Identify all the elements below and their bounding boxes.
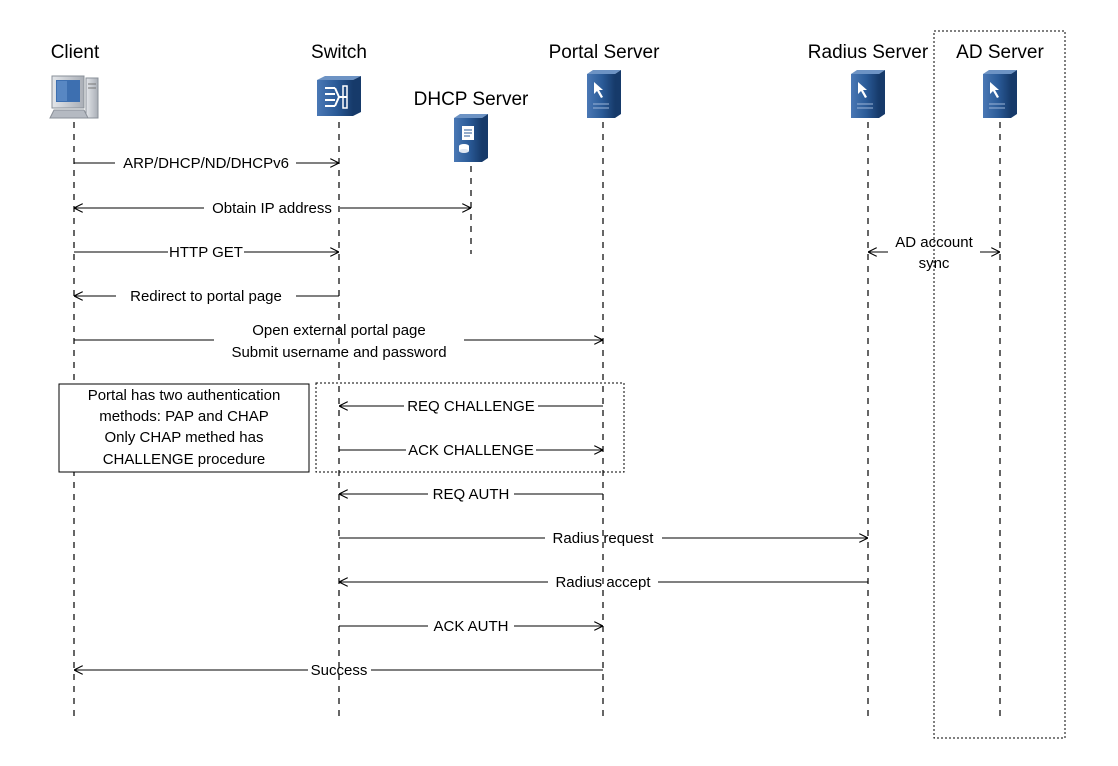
pc-icon (49, 75, 99, 119)
participant-dhcp: DHCP Server (414, 89, 529, 110)
switch-icon (317, 76, 361, 116)
msg-radius-request-label: Radius request (553, 530, 655, 547)
msg-ack-auth: ACK AUTH (339, 618, 603, 635)
ad-server-icon (983, 70, 1017, 118)
ad-server-frame (933, 30, 1066, 739)
msg-arp-dhcp: ARP/DHCP/ND/DHCPv6 (74, 155, 339, 172)
participant-client: Client (51, 42, 100, 63)
msg-req-auth-label: REQ AUTH (433, 486, 510, 503)
msg-radius-request: Radius request (339, 530, 868, 547)
msg-arp-dhcp-label: ARP/DHCP/ND/DHCPv6 (123, 155, 289, 172)
participant-switch: Switch (311, 42, 367, 63)
msg-radius-accept: Radius accept (339, 574, 868, 591)
msg-ad-sync-label-2: sync (919, 255, 950, 272)
note-line-3: Only CHAP methed has (105, 429, 264, 446)
participant-ad: AD Server (956, 42, 1044, 63)
dhcp-server-icon (454, 114, 488, 162)
msg-req-challenge-label: REQ CHALLENGE (407, 398, 535, 415)
msg-obtain-ip: Obtain IP address (74, 200, 471, 217)
msg-req-auth: REQ AUTH (339, 486, 603, 503)
msg-redirect: Redirect to portal page (74, 288, 339, 305)
msg-open-portal-label-1: Open external portal page (252, 322, 425, 339)
msg-ack-challenge: ACK CHALLENGE (339, 442, 603, 459)
note-line-4: CHALLENGE procedure (103, 451, 266, 468)
note-line-1: Portal has two authentication (88, 387, 281, 404)
msg-open-portal: Open external portal page Submit usernam… (74, 322, 603, 361)
msg-ad-sync-label-1: AD account (895, 234, 973, 251)
msg-success: Success (74, 662, 603, 679)
participant-portal: Portal Server (549, 42, 661, 63)
portal-server-icon (587, 70, 621, 118)
msg-radius-accept-label: Radius accept (555, 574, 651, 591)
participant-radius: Radius Server (808, 42, 929, 63)
msg-ad-sync: AD account sync (868, 234, 1000, 272)
msg-req-challenge: REQ CHALLENGE (339, 398, 603, 415)
msg-obtain-ip-label: Obtain IP address (212, 200, 332, 217)
msg-success-label: Success (311, 662, 368, 679)
msg-http-get: HTTP GET (74, 244, 339, 261)
note-box (58, 383, 310, 473)
msg-ack-auth-label: ACK AUTH (433, 618, 508, 635)
note-line-2: methods: PAP and CHAP (99, 408, 269, 425)
msg-ack-challenge-label: ACK CHALLENGE (408, 442, 534, 459)
challenge-group-frame (315, 382, 625, 473)
msg-open-portal-label-2: Submit username and password (231, 344, 446, 361)
msg-redirect-label: Redirect to portal page (130, 288, 282, 305)
msg-http-get-label: HTTP GET (169, 244, 243, 261)
radius-server-icon (851, 70, 885, 118)
